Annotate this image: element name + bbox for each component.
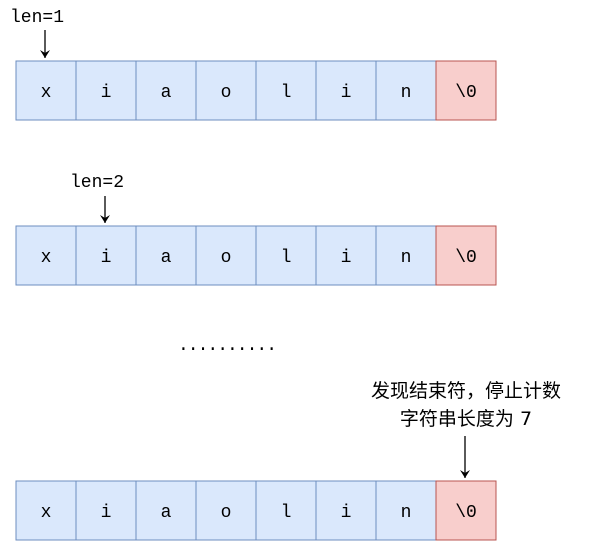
char-cell bbox=[75, 60, 137, 121]
len-label-2: len=2 bbox=[70, 173, 124, 193]
char-label: o bbox=[221, 83, 232, 103]
char-label: i bbox=[101, 503, 112, 523]
terminator-cell bbox=[435, 60, 497, 121]
char-label: i bbox=[101, 83, 112, 103]
char-label: i bbox=[341, 83, 352, 103]
char-cell bbox=[195, 225, 257, 286]
char-label: a bbox=[161, 248, 172, 268]
char-cell bbox=[15, 480, 77, 541]
char-cell bbox=[195, 480, 257, 541]
char-cell bbox=[255, 60, 317, 121]
char-cell bbox=[315, 225, 377, 286]
char-label: x bbox=[41, 248, 52, 268]
char-cell bbox=[75, 225, 137, 286]
char-array-row-1: x i a o l i n \0 bbox=[15, 60, 497, 121]
char-label: \0 bbox=[455, 503, 477, 523]
note-line-1: 发现结束符，停止计数 bbox=[371, 380, 561, 402]
len-label-1: len=1 bbox=[10, 8, 64, 28]
char-array-row-2: x i a o l i n \0 bbox=[15, 225, 497, 286]
char-label: l bbox=[281, 503, 292, 523]
terminator-cell bbox=[435, 225, 497, 286]
char-cell bbox=[255, 480, 317, 541]
char-cell bbox=[135, 60, 197, 121]
char-label: \0 bbox=[455, 83, 477, 103]
char-array-row-3: x i a o l i n \0 bbox=[15, 480, 497, 541]
char-label: a bbox=[161, 503, 172, 523]
char-cell bbox=[375, 60, 437, 121]
char-label: \0 bbox=[455, 248, 477, 268]
char-label: x bbox=[41, 83, 52, 103]
terminator-cell bbox=[435, 480, 497, 541]
char-label: o bbox=[221, 503, 232, 523]
char-label: a bbox=[161, 83, 172, 103]
char-label: o bbox=[221, 248, 232, 268]
char-label: i bbox=[341, 503, 352, 523]
char-label: n bbox=[401, 503, 412, 523]
char-cell bbox=[135, 480, 197, 541]
char-cell bbox=[315, 60, 377, 121]
char-label: i bbox=[101, 248, 112, 268]
char-label: x bbox=[41, 503, 52, 523]
char-cell bbox=[315, 480, 377, 541]
ellipsis: .......... bbox=[178, 336, 276, 356]
char-cell bbox=[255, 225, 317, 286]
char-label: n bbox=[401, 248, 412, 268]
char-cell bbox=[375, 480, 437, 541]
char-label: l bbox=[281, 248, 292, 268]
char-label: l bbox=[281, 83, 292, 103]
char-cell bbox=[75, 480, 137, 541]
char-label: i bbox=[341, 248, 352, 268]
note-line-2: 字符串长度为 7 bbox=[400, 408, 532, 430]
char-label: n bbox=[401, 83, 412, 103]
char-cell bbox=[15, 60, 77, 121]
char-cell bbox=[15, 225, 77, 286]
